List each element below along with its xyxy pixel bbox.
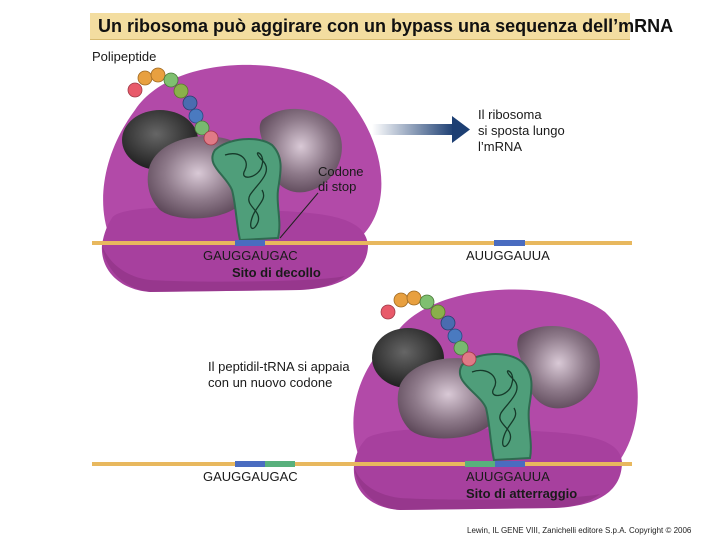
amino-acid-bead — [194, 120, 210, 136]
codon-stop-bottom-blue — [235, 461, 265, 467]
landing-site-label: Sito di atterraggio — [466, 486, 578, 501]
amino-acid-bead — [430, 304, 446, 320]
amino-acid-bead — [453, 340, 469, 356]
move-label-line1: Il ribosoma — [478, 107, 542, 122]
amino-acid-bead — [173, 83, 189, 99]
codon-landing-bottom-blue — [495, 461, 525, 467]
amino-acid-bead — [163, 72, 179, 88]
mrna-bottom — [92, 461, 632, 467]
amino-acid-bead — [203, 130, 219, 146]
ribosome-bottom-small-subunit — [353, 428, 622, 510]
sequence-bottom-right: AUUGGAUUA — [466, 469, 550, 484]
ribosome-top-small-subunit — [101, 206, 368, 292]
amino-acid-bead — [447, 328, 463, 344]
stop-codon-label-line1: Codone — [318, 164, 364, 179]
pairing-label-line1: Il peptidil-tRNA si appaia — [208, 359, 350, 374]
codon-stop-bottom-green — [265, 461, 295, 467]
amino-acid-bead — [380, 304, 396, 320]
copyright-credit: Lewin, IL GENE VIII, Zanichelli editore … — [467, 526, 692, 535]
title-banner: Un ribosoma può aggirare con un bypass u… — [90, 13, 673, 40]
ribosome-top — [101, 64, 382, 292]
amino-acid-bead — [440, 315, 456, 331]
stop-codon-pointer — [279, 192, 319, 239]
pairing-label-line2: con un nuovo codone — [208, 375, 333, 390]
amino-acid-bead — [419, 294, 435, 310]
polypeptide-label: Polipeptide — [92, 49, 157, 64]
amino-acid-bead — [182, 95, 198, 111]
sequence-top-left: GAUGGAUGAC — [203, 248, 298, 263]
stop-codon-label-line2: di stop — [318, 179, 357, 194]
codon-landing-top — [494, 240, 525, 246]
amino-acid-bead — [150, 67, 166, 83]
codon-stop-top — [235, 240, 265, 246]
amino-acid-bead — [406, 290, 422, 306]
move-arrow — [372, 116, 470, 143]
trna-top — [211, 138, 282, 242]
amino-acid-bead — [127, 82, 143, 98]
codon-landing-bottom-green — [465, 461, 495, 467]
sequence-bottom-left: GAUGGAUGAC — [203, 469, 298, 484]
amino-acid-bead — [393, 292, 409, 308]
amino-acid-bead — [137, 70, 153, 86]
takeoff-site-label: Sito di decollo — [232, 265, 321, 280]
amino-acid-bead — [461, 351, 477, 367]
polypeptide-top — [127, 67, 219, 146]
ribosome-bottom-pocket-right — [517, 326, 600, 409]
ribosome-bottom — [353, 289, 638, 510]
mrna-top — [92, 240, 632, 246]
move-label-line3: l’mRNA — [478, 139, 523, 154]
amino-acid-bead — [188, 108, 204, 124]
polypeptide-bottom — [380, 290, 477, 367]
figure-title: Un ribosoma può aggirare con un bypass u… — [98, 16, 674, 36]
sequence-top-right: AUUGGAUUA — [466, 248, 550, 263]
move-label-line2: si sposta lungo — [478, 123, 565, 138]
